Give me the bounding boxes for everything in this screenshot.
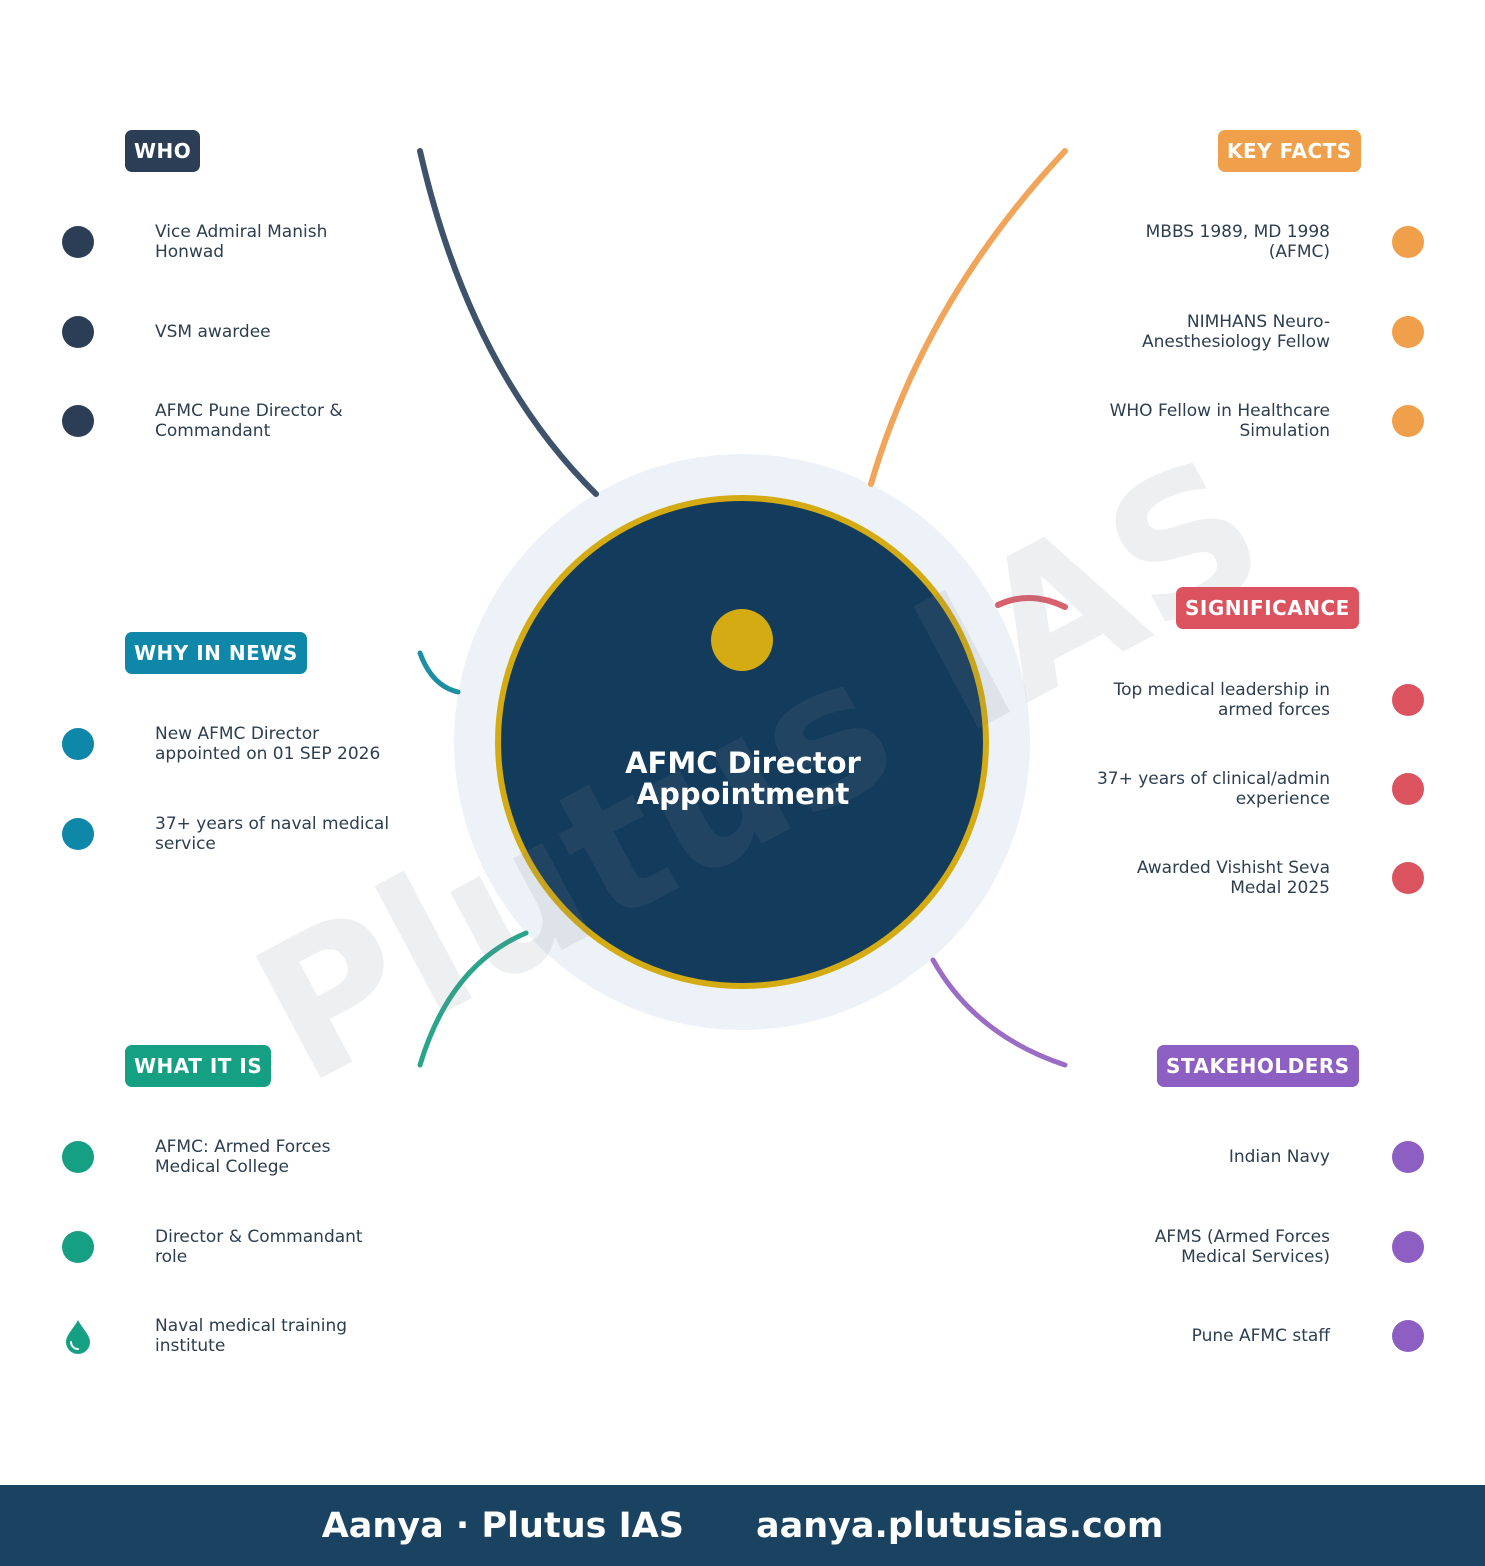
branch-label-who: WHO: [125, 130, 201, 172]
circle-bullet-icon: [62, 1231, 94, 1263]
facts-item-3: WHO Fellow in Healthcare Simulation: [1109, 401, 1330, 441]
significance-item-2: 37+ years of clinical/admin experience: [1096, 769, 1330, 809]
center-circle: [495, 495, 989, 989]
stakeholders-item-2: AFMS (Armed Forces Medical Services): [1154, 1227, 1330, 1267]
branch-label-stakeholders: STAKEHOLDERS: [1157, 1045, 1359, 1087]
circle-bullet-icon: [1392, 684, 1424, 716]
droplet-icon: [66, 1320, 90, 1354]
branch-label-what-it-is: WHAT IT IS: [125, 1045, 272, 1087]
circle-bullet-icon: [62, 316, 94, 348]
connector-what: [417, 930, 529, 1068]
branch-label-key-facts: KEY FACTS: [1218, 130, 1361, 172]
connector-facts: [868, 148, 1068, 487]
who-item-3: AFMC Pune Director & Commandant: [155, 401, 343, 441]
circle-bullet-icon: [62, 728, 94, 760]
connector-who: [417, 148, 599, 497]
circle-bullet-icon: [1392, 773, 1424, 805]
who-item-1: Vice Admiral Manish Honwad: [155, 222, 328, 262]
branch-label-significance: SIGNIFICANCE: [1176, 587, 1359, 629]
circle-bullet-icon: [62, 405, 94, 437]
connector-significance: [995, 594, 1068, 610]
circle-bullet-icon: [1392, 1141, 1424, 1173]
what-item-1: AFMC: Armed Forces Medical College: [155, 1137, 331, 1177]
circle-bullet-icon: [1392, 316, 1424, 348]
stakeholders-item-3: Pune AFMC staff: [1191, 1326, 1330, 1346]
why-item-2: 37+ years of naval medical service: [155, 814, 390, 854]
circle-bullet-icon: [1392, 405, 1424, 437]
circle-bullet-icon: [62, 226, 94, 258]
circle-bullet-icon: [62, 818, 94, 850]
footer-brand: Aanya · Plutus IAS: [321, 1505, 684, 1546]
circle-bullet-icon: [1392, 1231, 1424, 1263]
stakeholders-item-1: Indian Navy: [1228, 1147, 1330, 1167]
circle-bullet-icon: [62, 1141, 94, 1173]
footer-url[interactable]: aanya.plutusias.com: [755, 1505, 1164, 1546]
what-item-2: Director & Commandant role: [155, 1227, 363, 1267]
why-item-1: New AFMC Director appointed on 01 SEP 20…: [155, 724, 381, 764]
circle-bullet-icon: [1392, 862, 1424, 894]
significance-item-3: Awarded Vishisht Seva Medal 2025: [1136, 858, 1330, 898]
facts-item-2: NIMHANS Neuro-Anesthesiology Fellow: [1141, 312, 1330, 352]
circle-bullet-icon: [1392, 226, 1424, 258]
branch-label-why-in-news: WHY IN NEWS: [125, 632, 307, 674]
connector-why: [417, 650, 461, 695]
footer-bar: Aanya · Plutus IAS aanya.plutusias.com: [0, 1485, 1485, 1566]
circle-bullet-icon: [1392, 1320, 1424, 1352]
what-item-3: Naval medical training institute: [155, 1316, 348, 1356]
center-title: AFMC Director Appointment: [625, 746, 861, 811]
connector-stakeholders: [930, 957, 1068, 1068]
who-item-2: VSM awardee: [155, 322, 271, 342]
sun-icon: [711, 609, 773, 671]
facts-item-1: MBBS 1989, MD 1998 (AFMC): [1145, 222, 1330, 262]
significance-item-1: Top medical leadership in armed forces: [1113, 680, 1330, 720]
